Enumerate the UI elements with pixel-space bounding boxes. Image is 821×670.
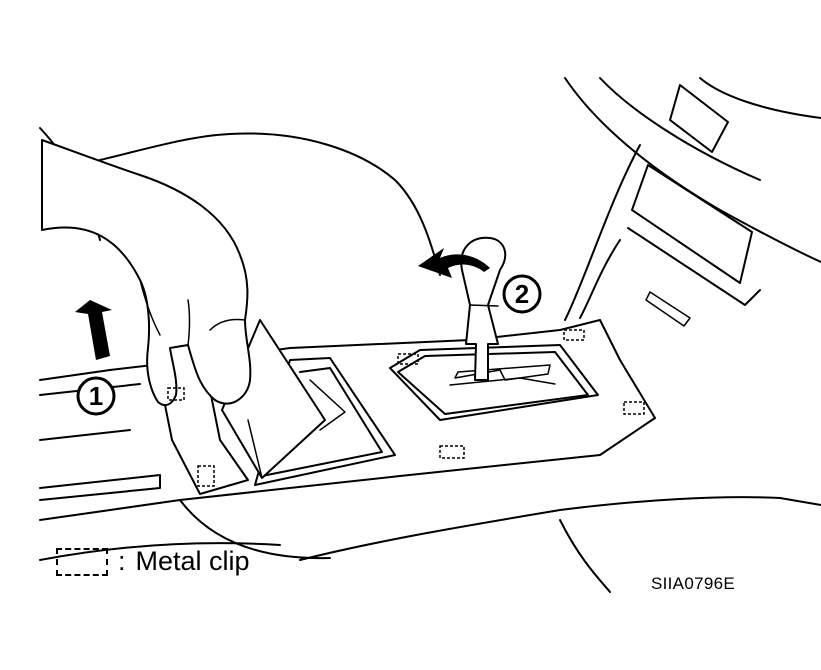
legend: : Metal clip [56, 546, 250, 577]
step-number-2: 2 [515, 279, 529, 309]
step-callout-1: 1 [76, 376, 116, 416]
metal-clip-marker [397, 353, 419, 365]
hand [41, 139, 252, 407]
dashboard-outline [564, 77, 821, 327]
metal-clip-marker [439, 445, 465, 459]
lift-arrow [75, 300, 112, 360]
metal-clip-legend-symbol [56, 547, 108, 576]
metal-clip-marker [623, 401, 645, 415]
rotate-arrow [418, 248, 490, 278]
metal-clips [167, 329, 645, 487]
legend-separator: : [118, 546, 126, 576]
step-callout-2: 2 [502, 274, 542, 314]
metal-clip-marker [197, 465, 215, 487]
metal-clip-marker [167, 387, 185, 401]
metal-clip-marker [563, 329, 585, 341]
legend-label: Metal clip [135, 546, 250, 576]
figure-code: SIIA0796E [651, 574, 735, 593]
step-number-1: 1 [89, 381, 103, 411]
shift-lever [460, 236, 507, 381]
